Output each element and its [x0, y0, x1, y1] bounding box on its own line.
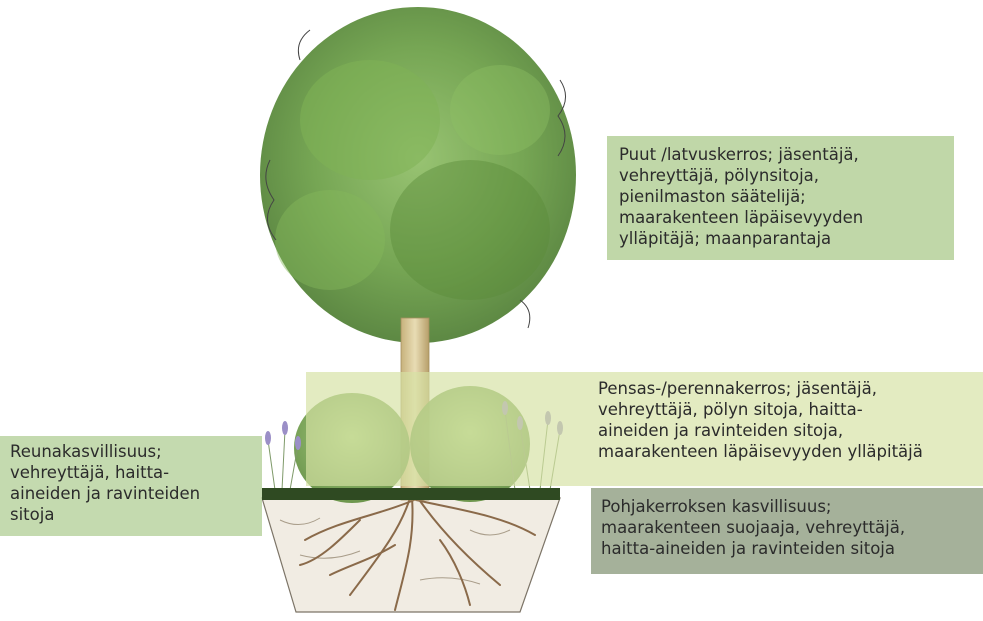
- ground-label-line: haitta-aineiden ja ravinteiden sitoja: [601, 538, 983, 559]
- canopy-label-line: ylläpitäjä; maanparantaja: [619, 228, 944, 249]
- shrub-label-line: vehreyttäjä, pölyn sitoja, haitta-: [598, 399, 983, 420]
- edge-vegetation-label: Reunakasvillisuus; vehreyttäjä, haitta- …: [0, 436, 262, 536]
- canopy-layer-label: Puut /latvuskerros; jäsentäjä, vehreyttä…: [607, 136, 954, 260]
- edge-label-line: aineiden ja ravinteiden: [10, 483, 262, 504]
- shrub-label-line: Pensas-/perennakerros; jäsentäjä,: [598, 378, 983, 399]
- edge-label-line: vehreyttäjä, haitta-: [10, 462, 262, 483]
- shrub-label-line: maarakenteen läpäisevyyden ylläpitäjä: [598, 441, 983, 462]
- edge-label-line: Reunakasvillisuus;: [10, 441, 262, 462]
- shrub-layer-label: Pensas-/perennakerros; jäsentäjä, vehrey…: [306, 372, 983, 486]
- ground-layer-label: Pohjakerroksen kasvillisuus; maarakentee…: [591, 488, 983, 574]
- soil-planter-icon: [262, 498, 560, 612]
- canopy-label-line: pienilmaston säätelijä;: [619, 186, 944, 207]
- edge-label-line: sitoja: [10, 504, 262, 525]
- grass-layer-icon: [262, 488, 560, 500]
- tree-canopy-icon: [260, 7, 576, 343]
- canopy-label-line: Puut /latvuskerros; jäsentäjä,: [619, 144, 944, 165]
- ground-label-line: Pohjakerroksen kasvillisuus;: [601, 496, 983, 517]
- canopy-label-line: vehreyttäjä, pölynsitoja,: [619, 165, 944, 186]
- canopy-label-line: maarakenteen läpäisevyyden: [619, 207, 944, 228]
- shrub-label-line: aineiden ja ravinteiden sitoja,: [598, 420, 983, 441]
- ground-label-line: maarakenteen suojaaja, vehreyttäjä,: [601, 517, 983, 538]
